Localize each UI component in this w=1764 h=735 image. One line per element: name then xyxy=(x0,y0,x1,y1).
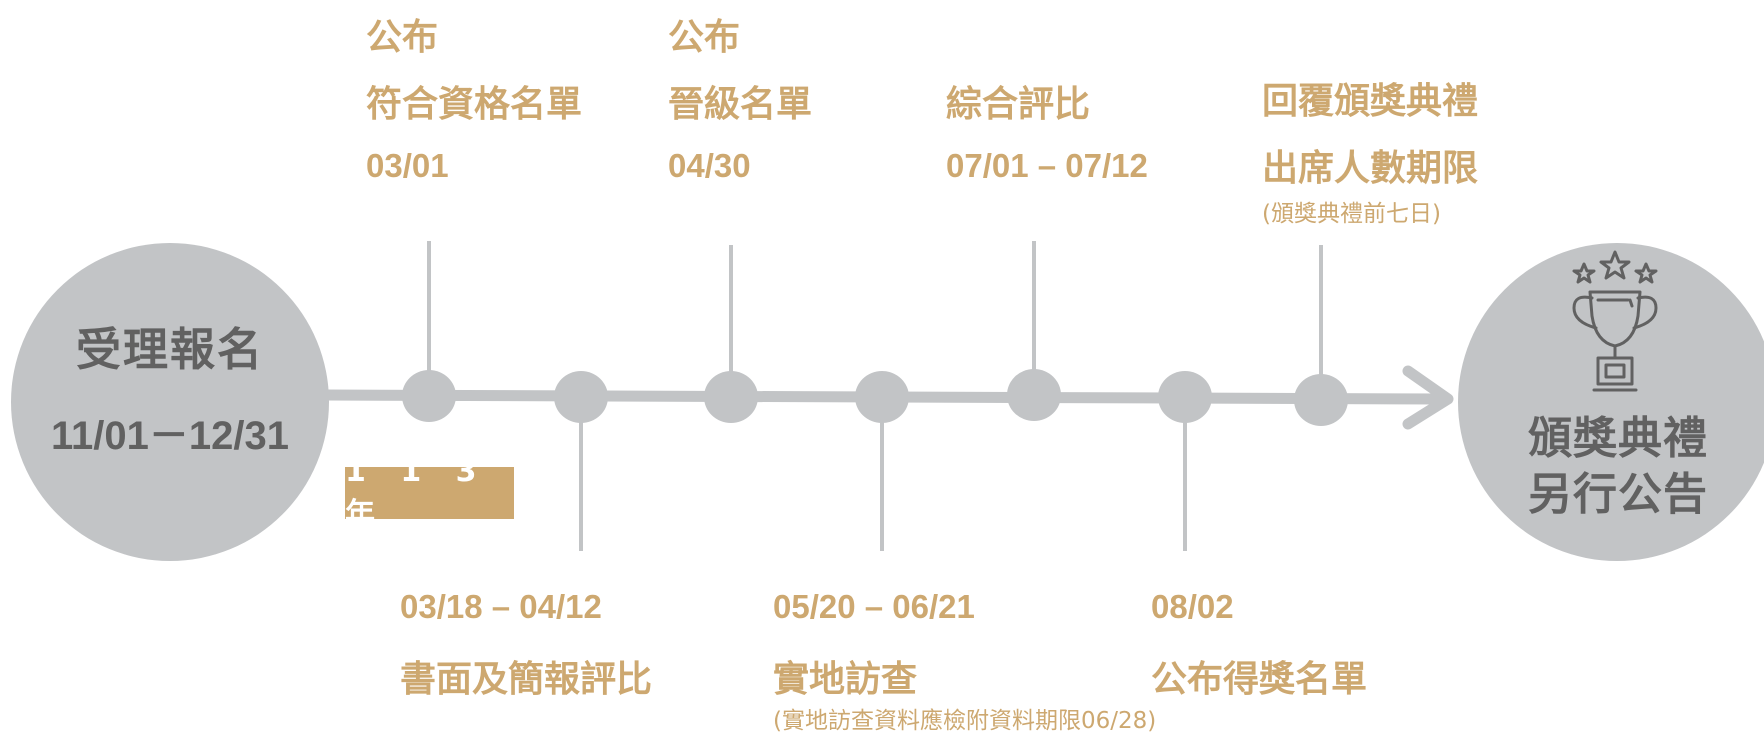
start-date: 11/01－12/31 xyxy=(51,414,289,458)
end-title-line2: 另行公告 xyxy=(1528,469,1708,520)
end-title-line1: 頒獎典禮 xyxy=(1528,413,1708,464)
milestone-top-3-line1: 綜合評比 xyxy=(946,84,1091,125)
timeline-arrow-head xyxy=(1402,365,1454,430)
milestone-top-4-note: (頒獎典禮前七日) xyxy=(1262,201,1441,227)
milestone-bottom-3-date: 08/02 xyxy=(1151,588,1234,625)
milestone-bottom-2-date: 05/20 – 06/21 xyxy=(773,588,975,625)
year-badge: 1 1 3 年 xyxy=(345,454,514,532)
milestone-top-3-date: 07/01 – 07/12 xyxy=(946,147,1148,184)
milestone-top-2-date: 04/30 xyxy=(668,147,751,184)
start-circle xyxy=(11,243,329,561)
milestone-bottom-1-label: 書面及簡報評比 xyxy=(400,659,653,700)
milestone-top-4-line1: 回覆頒獎典禮 xyxy=(1262,81,1479,122)
start-title: 受理報名 xyxy=(75,323,264,376)
timeline-node-2 xyxy=(554,371,608,423)
end-circle xyxy=(1458,243,1764,561)
timeline-node-4 xyxy=(855,371,909,423)
timeline-node-6 xyxy=(1158,371,1212,423)
timeline-node-3 xyxy=(704,371,758,423)
milestone-bottom-2-note: (實地訪查資料應檢附資料期限06/28) xyxy=(773,708,1157,734)
trophy-icon xyxy=(1572,250,1658,392)
milestone-top-1-line1: 公布 xyxy=(366,17,439,58)
milestone-top-2-line2: 晉級名單 xyxy=(668,84,813,125)
milestone-top-4-line2: 出席人數期限 xyxy=(1262,148,1479,189)
milestone-top-1-date: 03/01 xyxy=(366,147,449,184)
timeline-node-5 xyxy=(1007,369,1061,421)
milestone-bottom-1-date: 03/18 – 04/12 xyxy=(400,588,602,625)
timeline-node-7 xyxy=(1294,374,1348,426)
milestone-top-1-line2: 符合資格名單 xyxy=(366,84,583,125)
timeline-node-1 xyxy=(402,370,456,422)
milestone-bottom-2-label: 實地訪查 xyxy=(773,659,918,700)
milestone-bottom-3-label: 公布得獎名單 xyxy=(1151,659,1368,700)
milestone-top-2-line1: 公布 xyxy=(668,17,741,58)
